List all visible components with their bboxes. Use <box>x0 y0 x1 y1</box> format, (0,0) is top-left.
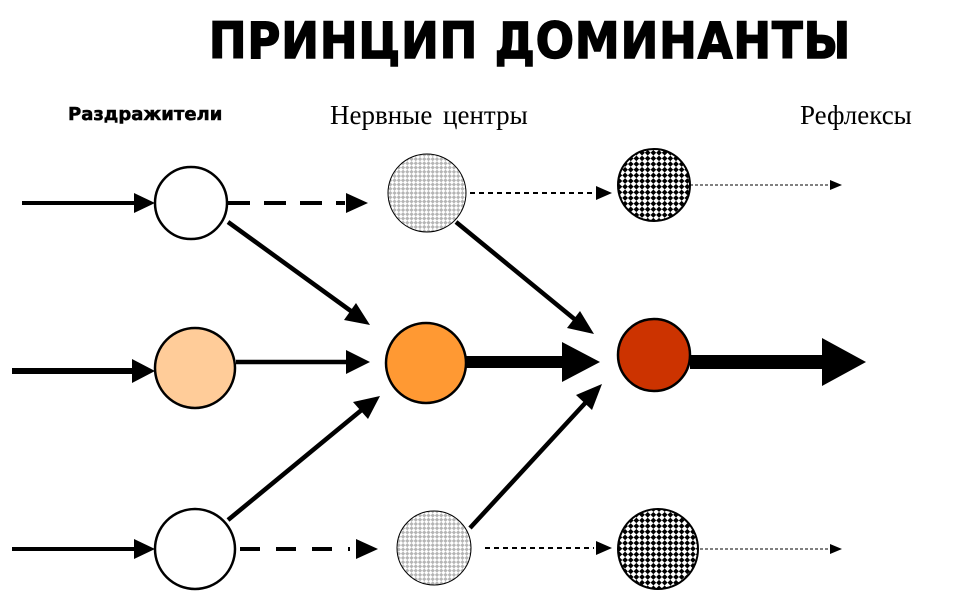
dashed-arrow-center-top-to-reflex <box>470 186 612 200</box>
reflex-node-dominant <box>616 317 692 393</box>
arrow-stimulus-top-to-dominant-center <box>226 220 370 325</box>
stimulus-node-top <box>153 165 229 241</box>
arrow-stimulus-bottom-to-dominant-center <box>226 396 380 522</box>
arrow-center-top-to-dominant-reflex <box>454 220 594 334</box>
arrow-dominant-center-to-dominant-reflex <box>466 342 600 382</box>
dashed-arrow-center-bottom-to-reflex <box>485 541 612 555</box>
column-label-centers: Нервные центры <box>330 100 528 130</box>
diagram-title: ПРИНЦИП ДОМИНАНТЫ <box>208 11 852 71</box>
input-arrow-middle <box>12 359 155 383</box>
input-arrow-bottom <box>12 539 155 559</box>
arrow-stimulus-middle-to-dominant-center <box>236 350 370 374</box>
column-label-reflexes: Рефлексы <box>800 100 912 130</box>
output-arrow-bottom-reflex <box>700 544 842 554</box>
center-node-top-inhibited <box>387 153 467 233</box>
output-arrow-top-reflex <box>690 180 842 190</box>
reflex-node-bottom-inhibited <box>617 508 699 590</box>
output-arrow-dominant-reflex <box>690 338 866 386</box>
input-arrow-top <box>22 193 155 213</box>
reflex-node-top-inhibited <box>617 148 691 222</box>
stimulus-node-dominant <box>153 326 237 410</box>
arrow-center-bottom-to-dominant-reflex <box>468 384 602 530</box>
stimulus-node-bottom <box>153 507 237 591</box>
dashed-arrow-stimulus-bottom-to-center <box>240 539 378 559</box>
center-node-bottom-inhibited <box>396 510 472 586</box>
column-label-stimuli: Раздражители <box>68 104 223 126</box>
dashed-arrow-stimulus-top-to-center <box>228 193 368 213</box>
center-node-dominant <box>384 321 468 405</box>
